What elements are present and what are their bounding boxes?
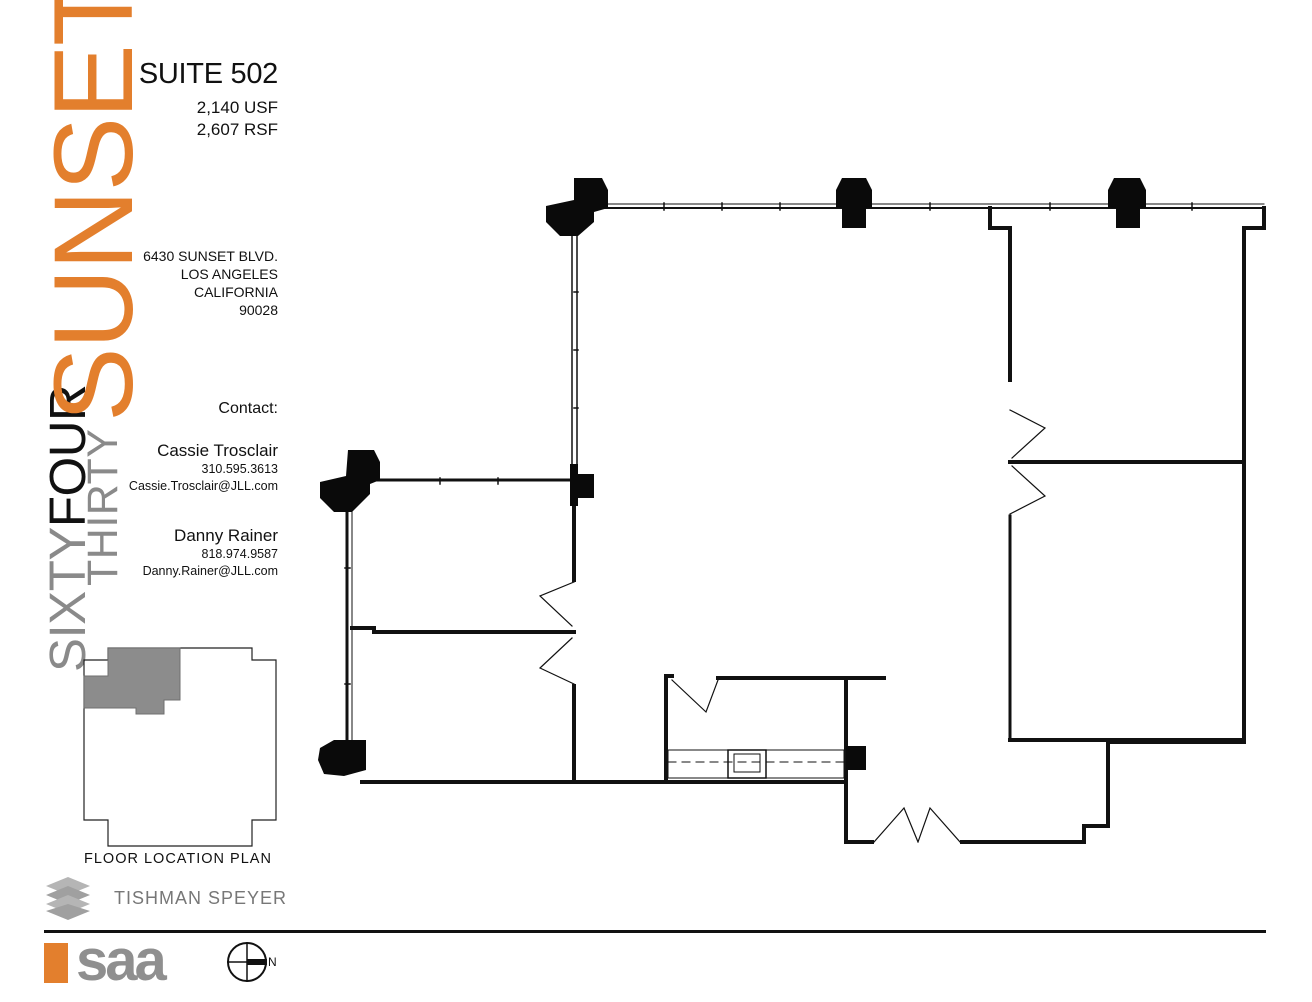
mullions [344, 202, 1193, 685]
column-southwest [318, 740, 366, 776]
floor-location-plan [83, 647, 277, 847]
column-south [846, 746, 866, 770]
owner-name: TISHMAN SPEYER [114, 888, 288, 908]
door-kitchen [671, 679, 719, 714]
contact-phone[interactable]: 310.595.3613 [201, 462, 278, 476]
contact-email[interactable]: Cassie.Troscl​air@JLL.com [128, 479, 278, 493]
contact-card-2: Danny Rainer 818.974.9587 Danny.Rainer@J… [143, 526, 278, 580]
office-east-outline [988, 206, 1012, 382]
column-center [570, 464, 594, 506]
column-north-mid [836, 178, 872, 228]
contact-name: Danny Rainer [174, 526, 278, 545]
suite-title: SUITE 502 [138, 58, 278, 90]
saa-logo-mark [44, 943, 68, 983]
address-street: 6430 SUNSET BLVD. [143, 248, 278, 264]
contact-name: Cassie Trosclair [157, 441, 278, 460]
address-city: LOS ANGELES [180, 266, 278, 282]
structural-columns [318, 178, 1146, 776]
contact-card-1: Cassie Trosclair 310.595.3613 Cassie.Tro… [129, 441, 278, 495]
address-zip: 90028 [239, 302, 278, 318]
door-office-southeast [1009, 465, 1047, 515]
suite-usf: 2,140 USF [196, 98, 278, 117]
suite-floor-plan [344, 202, 1266, 844]
building-stack-icon [46, 877, 90, 920]
contact-label: Contact: [218, 400, 278, 417]
column-west-mid [320, 450, 380, 512]
sink-icon [727, 749, 767, 779]
column-northwest [546, 178, 608, 236]
saa-logo: saa [76, 928, 167, 993]
door-office-northwest [538, 581, 575, 627]
suite-rsf: 2,607 RSF [196, 120, 278, 139]
door-office-northeast [1009, 409, 1047, 459]
suite-location-highlight [83, 647, 181, 715]
address-state: CALIFORNIA [193, 284, 278, 300]
north-arrow-icon [227, 942, 267, 982]
contact-email[interactable]: Danny.Rainer@JLL.com [142, 564, 278, 578]
column-north-east [1108, 178, 1146, 228]
floor-location-caption: FLOOR LOCATION PLAN [84, 851, 272, 867]
north-label: N [268, 955, 277, 969]
address-block: 6430 SUNSET BLVD. LOS ANGELES CALIFORNIA… [143, 247, 278, 319]
door-main-entry [873, 806, 961, 843]
footer-divider [44, 930, 1266, 933]
door-office-southwest [538, 637, 575, 685]
contact-phone[interactable]: 818.974.9587 [201, 547, 278, 561]
